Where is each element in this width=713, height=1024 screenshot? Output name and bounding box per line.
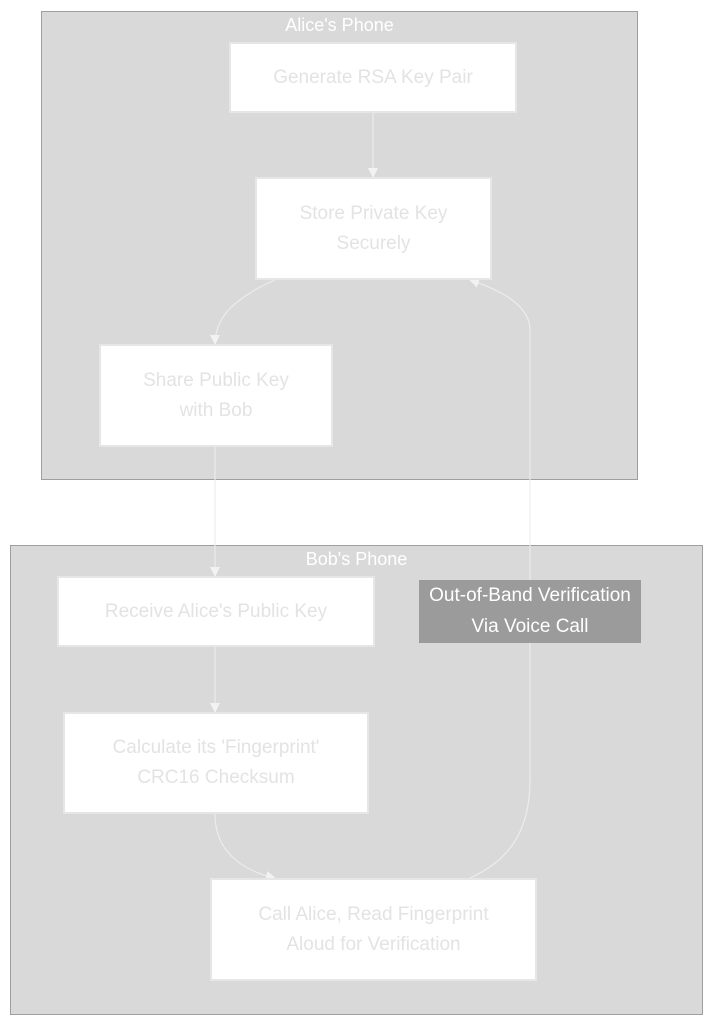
node-store-label: Store Private Key Securely	[299, 202, 448, 254]
node-receive-label: Receive Alice's Public Key	[104, 600, 328, 622]
edge-label-out-of-band-verification: Out-of-Band Verification Via Voice Call	[419, 580, 641, 643]
node-call-alice: Call Alice, Read Fingerprint Aloud for V…	[210, 878, 537, 981]
node-share-public-key: Share Public Key with Bob	[99, 344, 333, 447]
node-call-label: Call Alice, Read Fingerprint Aloud for V…	[258, 903, 489, 955]
node-share-label: Share Public Key with Bob	[143, 369, 289, 421]
cluster-title-bob: Bob's Phone	[305, 549, 408, 569]
node-receive-public-key: Receive Alice's Public Key	[57, 576, 375, 647]
node-calculate-label: Calculate its 'Fingerprint' CRC16 Checks…	[112, 737, 320, 788]
node-store-private-key: Store Private Key Securely	[255, 177, 492, 280]
edge-label-verification-text: Out-of-Band Verification Via Voice Call	[429, 585, 631, 637]
node-calculate-fingerprint: Calculate its 'Fingerprint' CRC16 Checks…	[63, 712, 369, 814]
node-generate-rsa-key-pair: Generate RSA Key Pair	[229, 42, 517, 113]
cluster-title-alice: Alice's Phone	[285, 15, 394, 35]
node-generate-label: Generate RSA Key Pair	[273, 66, 473, 88]
